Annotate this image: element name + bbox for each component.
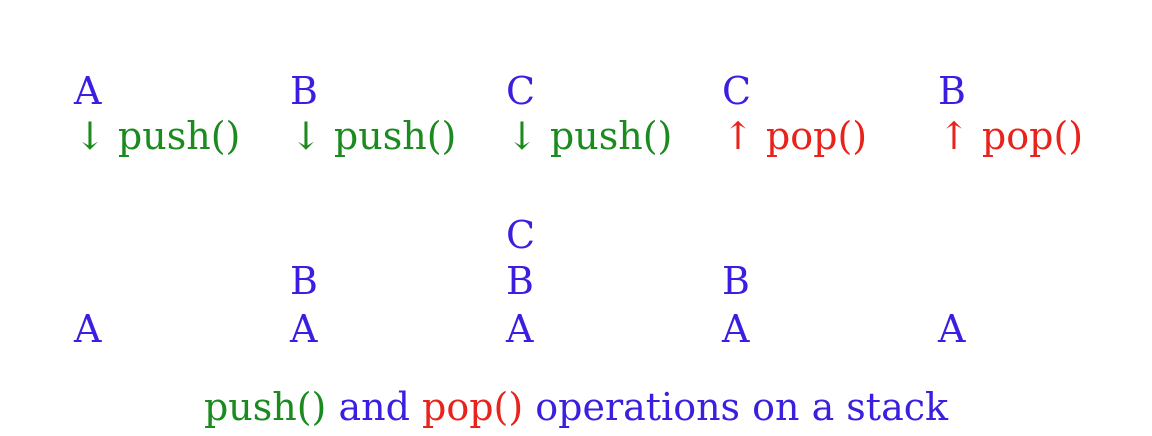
stack-3-item-middle: B bbox=[506, 259, 534, 303]
element-label-2: B bbox=[290, 69, 318, 113]
stack-3-item-bottom: A bbox=[506, 307, 534, 351]
stack-3-item-top: C bbox=[506, 213, 536, 257]
push-operation-3: ↓ push() bbox=[506, 114, 673, 158]
stack-1-item-1: A bbox=[74, 307, 102, 351]
stack-2-item-bottom: A bbox=[290, 307, 318, 351]
element-label-4: C bbox=[722, 69, 752, 113]
caption-push: push() bbox=[203, 385, 327, 429]
element-label-1: A bbox=[74, 69, 102, 113]
caption-and: and bbox=[326, 385, 422, 429]
pop-operation-4: ↑ pop() bbox=[722, 114, 868, 158]
element-label-3: C bbox=[506, 69, 536, 113]
pop-operation-5: ↑ pop() bbox=[938, 114, 1084, 158]
stack-5-item-1: A bbox=[938, 307, 966, 351]
stack-4-item-top: B bbox=[722, 259, 750, 303]
push-operation-1: ↓ push() bbox=[74, 114, 241, 158]
caption-rest: operations on a stack bbox=[523, 385, 949, 429]
element-label-5: B bbox=[938, 69, 966, 113]
stack-4-item-bottom: A bbox=[722, 307, 750, 351]
push-operation-2: ↓ push() bbox=[290, 114, 457, 158]
diagram-caption: push() and pop() operations on a stack bbox=[0, 388, 1152, 426]
caption-pop: pop() bbox=[422, 385, 524, 429]
stack-2-item-top: B bbox=[290, 259, 318, 303]
